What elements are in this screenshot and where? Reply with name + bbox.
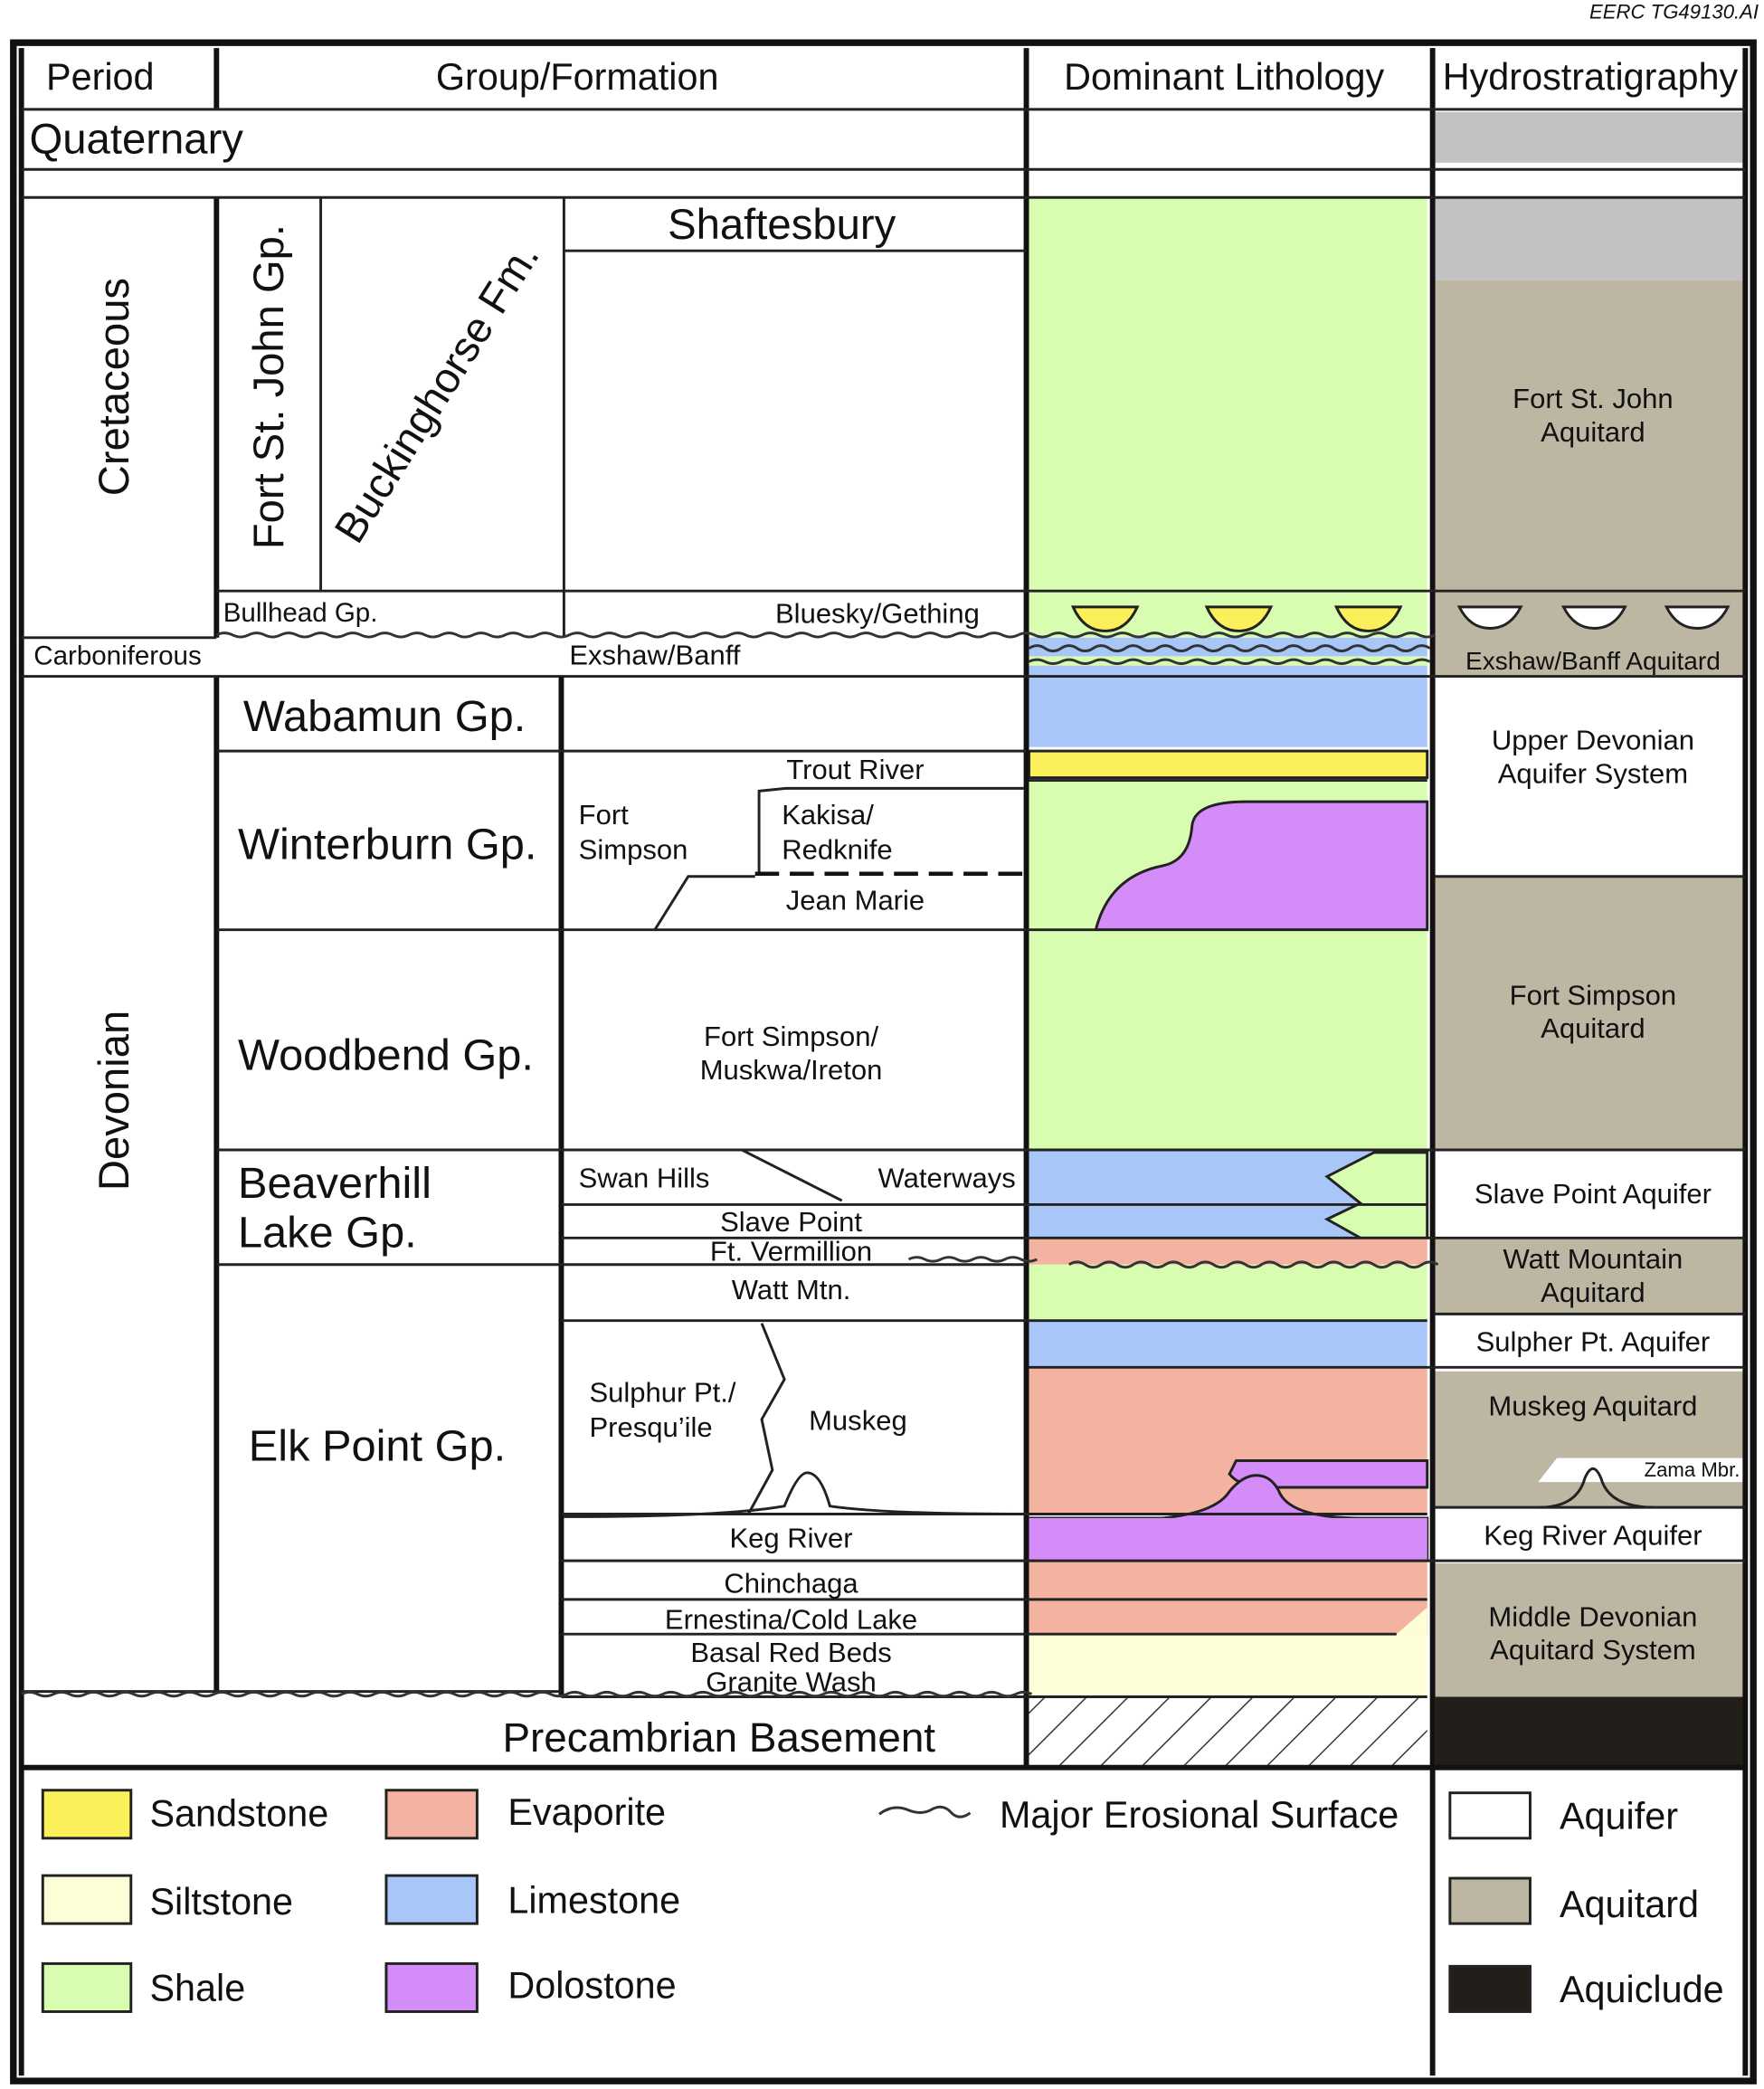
header-period: Period: [46, 56, 155, 98]
erosional-surfaces: [20, 631, 1439, 1698]
period-carboniferous: Carboniferous: [33, 641, 201, 670]
grid-lines: [18, 48, 1749, 2076]
basement-hatch: [1029, 1696, 1427, 1768]
group-elk-point: Elk Point Gp.: [249, 1422, 506, 1471]
formation-ft-vermillion: Ft. Vermillion: [710, 1235, 872, 1267]
erosional-surface-line: [907, 1256, 1038, 1263]
group-wabamun: Wabamun Gp.: [243, 692, 526, 741]
group-winterburn: Winterburn Gp.: [238, 821, 536, 869]
hydro-slave-point: Slave Point Aquifer: [1475, 1178, 1712, 1210]
formation-kakisa-2: Redknife: [782, 834, 892, 866]
legend-aquifer: Aquifer: [1560, 1796, 1678, 1837]
formation-basal-red: Basal Red Beds: [690, 1637, 891, 1668]
legend-swatch-dolostone: [384, 1961, 479, 2013]
hydro-fort-simpson-2: Aquitard: [1541, 1012, 1645, 1044]
formation-swan-hills: Swan Hills: [579, 1162, 710, 1193]
legend-aquiclude: Aquiclude: [1560, 1969, 1724, 2010]
aquifer-lens: [1664, 605, 1731, 630]
erosional-surface-line: [20, 1690, 1033, 1698]
formation-exshaw: Exshaw/Banff: [569, 639, 740, 670]
formation-kakisa-1: Kakisa/: [782, 799, 874, 831]
sandstone-lens: [1070, 605, 1140, 632]
legend-dolostone: Dolostone: [507, 1965, 676, 2007]
formation-keg-river: Keg River: [729, 1522, 852, 1553]
erosional-surface-line: [215, 631, 1437, 639]
sandstone-lens: [1204, 605, 1274, 632]
formation-ernestina: Ernestina/Cold Lake: [665, 1603, 917, 1635]
legend-siltstone: Siltstone: [149, 1881, 293, 1923]
formation-fort-simpson-2: Simpson: [579, 834, 688, 866]
legend-sandstone: Sandstone: [149, 1793, 328, 1835]
hydro-upper-devonian-1: Upper Devonian: [1492, 725, 1694, 756]
zama-member: [1538, 1458, 1746, 1483]
sandstone-lens: [1333, 605, 1403, 632]
legend-erosional-line: [878, 1805, 972, 1818]
formation-slave-point: Slave Point: [720, 1206, 862, 1238]
formation-fort-simpson-muskwa-2: Muskwa/Ireton: [700, 1054, 883, 1086]
hydro-fort-st-john-2: Aquitard: [1541, 416, 1645, 448]
legend-erosional: Major Erosional Surface: [1000, 1794, 1399, 1836]
formation-sulphur-pt-1: Sulphur Pt./: [589, 1377, 735, 1409]
aquifer-lens: [1561, 605, 1627, 630]
period-precambrian: Precambrian Basement: [503, 1714, 936, 1761]
hydro-fort-simpson-1: Fort Simpson: [1510, 979, 1676, 1011]
aquifer-lens: [1456, 605, 1523, 630]
hydro-column: [1435, 111, 1746, 1768]
formation-fort-simpson-muskwa-1: Fort Simpson/: [704, 1021, 878, 1052]
legend-swatch-shale: [41, 1961, 133, 2013]
dolostone-body: [1094, 800, 1429, 932]
legend: Sandstone Siltstone Shale Evaporite Lime…: [41, 1789, 1724, 2013]
hydro-watt-mountain-1: Watt Mountain: [1503, 1243, 1683, 1275]
hydro-exshaw: Exshaw/Banff Aquitard: [1465, 647, 1721, 675]
formation-watt-mtn: Watt Mtn.: [732, 1274, 851, 1306]
aquiclude-basement: [1435, 1696, 1746, 1768]
legend-limestone: Limestone: [507, 1879, 680, 1921]
formation-chinchaga: Chinchaga: [724, 1568, 858, 1600]
hydro-upper-devonian-2: Aquifer System: [1498, 758, 1688, 790]
period-devonian: Devonian: [90, 1011, 138, 1191]
legend-swatch-siltstone: [41, 1874, 133, 1925]
legend-swatch-sandstone: [41, 1789, 133, 1840]
erosional-surface-line: [1028, 658, 1431, 666]
legend-swatch-aquitard: [1448, 1876, 1532, 1925]
group-woodbend: Woodbend Gp.: [238, 1031, 534, 1080]
legend-shale: Shale: [149, 1968, 245, 2009]
legend-swatch-aquifer: [1448, 1791, 1532, 1840]
formation-waterways: Waterways: [878, 1162, 1016, 1193]
legend-swatch-limestone: [384, 1874, 479, 1925]
erosional-surface-line: [1067, 1260, 1439, 1269]
legend-swatch-evaporite: [384, 1789, 479, 1840]
erosional-surface-line: [1028, 644, 1431, 653]
hydro-middle-devonian-1: Middle Devonian: [1488, 1600, 1697, 1632]
group-beaverhill-line1: Beaverhill: [238, 1159, 432, 1208]
period-quaternary: Quaternary: [30, 116, 244, 164]
legend-swatch-aquiclude: [1448, 1964, 1532, 2013]
group-beaverhill-line2: Lake Gp.: [238, 1209, 417, 1258]
formation-sulphur-pt-2: Presqu’ile: [589, 1411, 712, 1443]
formation-jean-marie: Jean Marie: [786, 885, 925, 916]
hydro-fort-st-john-1: Fort St. John: [1513, 383, 1674, 414]
formation-fort-simpson-1: Fort: [579, 799, 630, 831]
hydro-muskeg: Muskeg Aquitard: [1488, 1390, 1697, 1421]
hydro-watt-mountain-2: Aquitard: [1541, 1277, 1645, 1308]
hydro-sulpher-pt: Sulpher Pt. Aquifer: [1476, 1326, 1711, 1358]
formation-shaftesbury: Shaftesbury: [668, 201, 896, 249]
group-bullhead: Bullhead Gp.: [223, 598, 378, 628]
group-fort-st-john: Fort St. John Gp.: [245, 224, 293, 549]
header-hydro: Hydrostratigraphy: [1443, 56, 1739, 98]
header-lithology: Dominant Lithology: [1064, 56, 1384, 98]
period-cretaceous: Cretaceous: [90, 278, 138, 496]
hydro-keg-river: Keg River Aquifer: [1484, 1519, 1702, 1551]
formation-muskeg: Muskeg: [809, 1405, 907, 1437]
formation-granite-wash: Granite Wash: [706, 1666, 876, 1698]
legend-evaporite: Evaporite: [507, 1791, 666, 1833]
hydro-zama: Zama Mbr.: [1645, 1458, 1740, 1481]
figure-id: EERC TG49130.AI: [1589, 1, 1759, 24]
lithology-column: [1028, 197, 1429, 1768]
header-group: Group/Formation: [436, 56, 719, 98]
formation-bluesky: Bluesky/Gething: [775, 598, 980, 630]
legend-aquitard: Aquitard: [1560, 1884, 1699, 1925]
formation-trout-river: Trout River: [786, 754, 924, 785]
hydro-middle-devonian-2: Aquitard System: [1490, 1634, 1696, 1666]
